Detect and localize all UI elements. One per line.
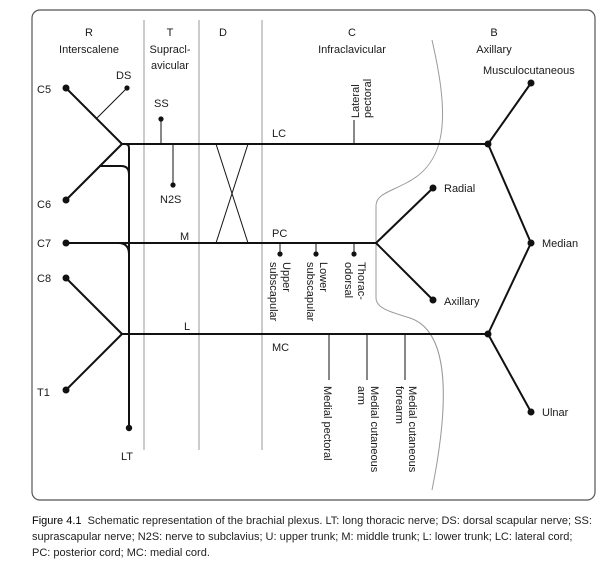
- label-medial-cut-arm-1: Medial cutaneous: [368, 386, 380, 473]
- label-lateral-pectoral-2: pectoral: [362, 79, 374, 118]
- label-lower-trunk: L: [184, 321, 190, 333]
- root-t1-line: [65, 333, 123, 391]
- label-upper-subscapular-1: Upper: [280, 262, 292, 292]
- caption-text: Schematic representation of the brachial…: [32, 515, 592, 559]
- label-medial-cord: MC: [272, 342, 289, 354]
- region-name-trunks-line2: avicular: [151, 60, 189, 72]
- label-upper-subscapular-2: subscapular: [267, 262, 279, 322]
- suprascapular-dot: [158, 116, 164, 122]
- label-medial-cut-forearm-2: forearm: [393, 386, 405, 424]
- division-cross-b: [215, 143, 249, 244]
- root-label-c7: C7: [37, 238, 51, 250]
- region-letter-trunks: T: [167, 27, 174, 39]
- label-ss: SS: [154, 98, 169, 110]
- musculocutaneous-nerve: [487, 82, 532, 145]
- upper-subscapular-dot: [277, 251, 283, 257]
- roots-group: C5 C6 C7 C8 T1: [37, 84, 141, 399]
- label-lt: LT: [121, 451, 133, 463]
- long-thoracic-nerve: [99, 143, 133, 432]
- radial-nerve: [375, 187, 434, 244]
- label-ds: DS: [116, 70, 131, 82]
- label-posterior-cord: PC: [272, 228, 287, 240]
- lateral-cord-junction: [484, 140, 492, 148]
- axillary-nerve: [375, 242, 434, 301]
- label-ulnar: Ulnar: [542, 407, 569, 419]
- root-t1-dot: [62, 386, 70, 394]
- region-letter-branches: B: [490, 27, 497, 39]
- thoracodorsal-dot: [351, 251, 357, 257]
- figure-border: [31, 9, 596, 501]
- root-c5-dot: [62, 84, 70, 92]
- label-lateral-pectoral-1: Lateral: [350, 84, 362, 118]
- medial-cord-junction: [484, 330, 492, 338]
- region-name-cords: Infraclavicular: [318, 44, 386, 56]
- label-radial: Radial: [444, 183, 475, 195]
- label-thoracodorsal-2: odorsal: [342, 262, 354, 298]
- root-label-c6: C6: [37, 199, 51, 211]
- root-c8-dot: [62, 274, 70, 282]
- dorsal-scapular-dot: [124, 85, 130, 91]
- axillary-dot: [429, 296, 437, 304]
- ulnar-nerve: [487, 333, 532, 413]
- label-medial-cut-forearm-1: Medial cutaneous: [406, 386, 418, 473]
- label-medial-cut-arm-2: arm: [355, 386, 367, 405]
- label-medial-pectoral: Medial pectoral: [321, 386, 333, 461]
- median-dot: [527, 239, 535, 247]
- figure-caption: Figure 4.1 Schematic representation of t…: [32, 513, 592, 561]
- root-c7-dot: [62, 239, 70, 247]
- region-name-roots: Interscalene: [59, 44, 119, 56]
- brachial-plexus-diagram: R Interscalene T Supracl- avicular D C I…: [31, 9, 596, 501]
- root-c8-line: [65, 277, 123, 335]
- musculocutaneous-dot: [527, 79, 535, 87]
- nerve-to-subclavius-dot: [170, 182, 176, 188]
- region-letter-divisions: D: [219, 27, 227, 39]
- label-lower-subscapular-2: subscapular: [304, 262, 316, 322]
- root-c6-dot: [62, 196, 70, 204]
- label-musculocutaneous: Musculocutaneous: [483, 65, 575, 77]
- figure-number: Figure 4.1: [32, 515, 82, 527]
- dorsal-scapular-nerve: [96, 87, 128, 119]
- lower-subscapular-dot: [313, 251, 319, 257]
- divider-cords-branches: [375, 39, 444, 491]
- region-name-branches: Axillary: [476, 44, 512, 56]
- median-medial-root: [487, 242, 532, 335]
- region-letter-cords: C: [348, 27, 356, 39]
- label-lower-subscapular-1: Lower: [317, 262, 329, 292]
- root-c5-line: [65, 87, 123, 145]
- label-lateral-cord: LC: [272, 128, 286, 140]
- root-label-c5: C5: [37, 84, 51, 96]
- label-axillary: Axillary: [444, 296, 480, 308]
- region-letter-roots: R: [85, 27, 93, 39]
- median-lateral-root: [487, 143, 532, 244]
- label-n2s: N2S: [160, 194, 181, 206]
- root-c6-line: [65, 143, 123, 201]
- label-thoracodorsal-1: Thorac-: [355, 262, 367, 300]
- root-label-t1: T1: [37, 387, 50, 399]
- region-name-trunks-line1: Supracl-: [150, 44, 191, 56]
- label-median: Median: [542, 238, 578, 250]
- label-middle-trunk: M: [180, 231, 189, 243]
- root-label-c8: C8: [37, 273, 51, 285]
- radial-dot: [429, 184, 437, 192]
- ulnar-dot: [527, 408, 535, 416]
